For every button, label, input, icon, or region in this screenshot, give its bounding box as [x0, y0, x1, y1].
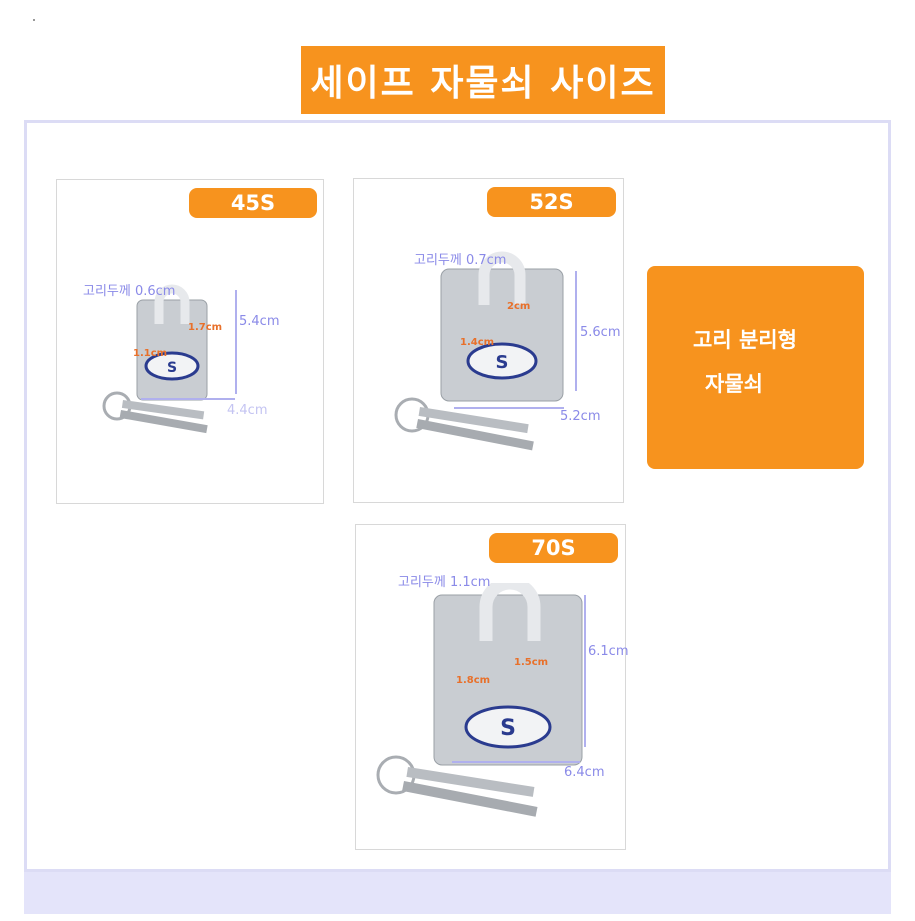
inner-height-label: 1.7cm: [188, 322, 223, 333]
height-line: [235, 290, 237, 394]
stray-dot: [33, 19, 35, 21]
shackle-thickness-label: 고리두께 1.1cm: [398, 575, 491, 590]
width-line: [141, 398, 235, 400]
padlock-image: S: [394, 251, 564, 451]
product-card-52s: 52S S 고리두께 0.7cm 5.6cm 5.2cm 2cm 1.4cm: [353, 178, 624, 503]
side-note-line2: 자물쇠: [705, 372, 763, 396]
height-line: [575, 271, 577, 391]
padlock-image: S: [376, 583, 583, 817]
svg-text:S: S: [167, 360, 177, 376]
shackle-thickness-label: 고리두께 0.6cm: [83, 284, 176, 299]
inner-height-label: 2cm: [507, 301, 531, 312]
side-note-line1: 고리 분리형: [693, 328, 797, 352]
svg-text:S: S: [500, 716, 516, 741]
product-card-70s: 70S S 고리두께 1.1cm 6.1cm 6.4cm 1.5cm 1.8cm: [355, 524, 629, 850]
padlock-image: S: [102, 284, 208, 434]
product-card-45s: 45S S 고리두께 0.6cm 5.4cm 4.4cm 1.7cm 1.1cm: [56, 179, 324, 504]
height-label: 5.4cm: [239, 314, 280, 329]
inner-width-label: 1.1cm: [133, 348, 168, 359]
model-badge: 45S: [189, 188, 317, 218]
inner-width-label: 1.8cm: [456, 675, 491, 686]
width-label: 6.4cm: [564, 765, 605, 780]
inner-width-label: 1.4cm: [460, 337, 495, 348]
page-title: 세이프 자물쇠 사이즈: [301, 46, 665, 114]
width-line: [452, 761, 580, 763]
svg-text:S: S: [496, 352, 509, 373]
bottom-band: [24, 872, 891, 914]
inner-height-label: 1.5cm: [514, 657, 549, 668]
width-label: 5.2cm: [560, 409, 601, 424]
height-line: [584, 595, 586, 747]
width-line: [454, 407, 564, 409]
height-label: 5.6cm: [580, 325, 621, 340]
shackle-thickness-label: 고리두께 0.7cm: [414, 253, 507, 268]
height-label: 6.1cm: [588, 644, 629, 659]
width-label: 4.4cm: [227, 403, 268, 418]
model-badge: 70S: [489, 533, 618, 563]
side-note-box: 고리 분리형 자물쇠: [647, 266, 864, 469]
model-badge: 52S: [487, 187, 616, 217]
